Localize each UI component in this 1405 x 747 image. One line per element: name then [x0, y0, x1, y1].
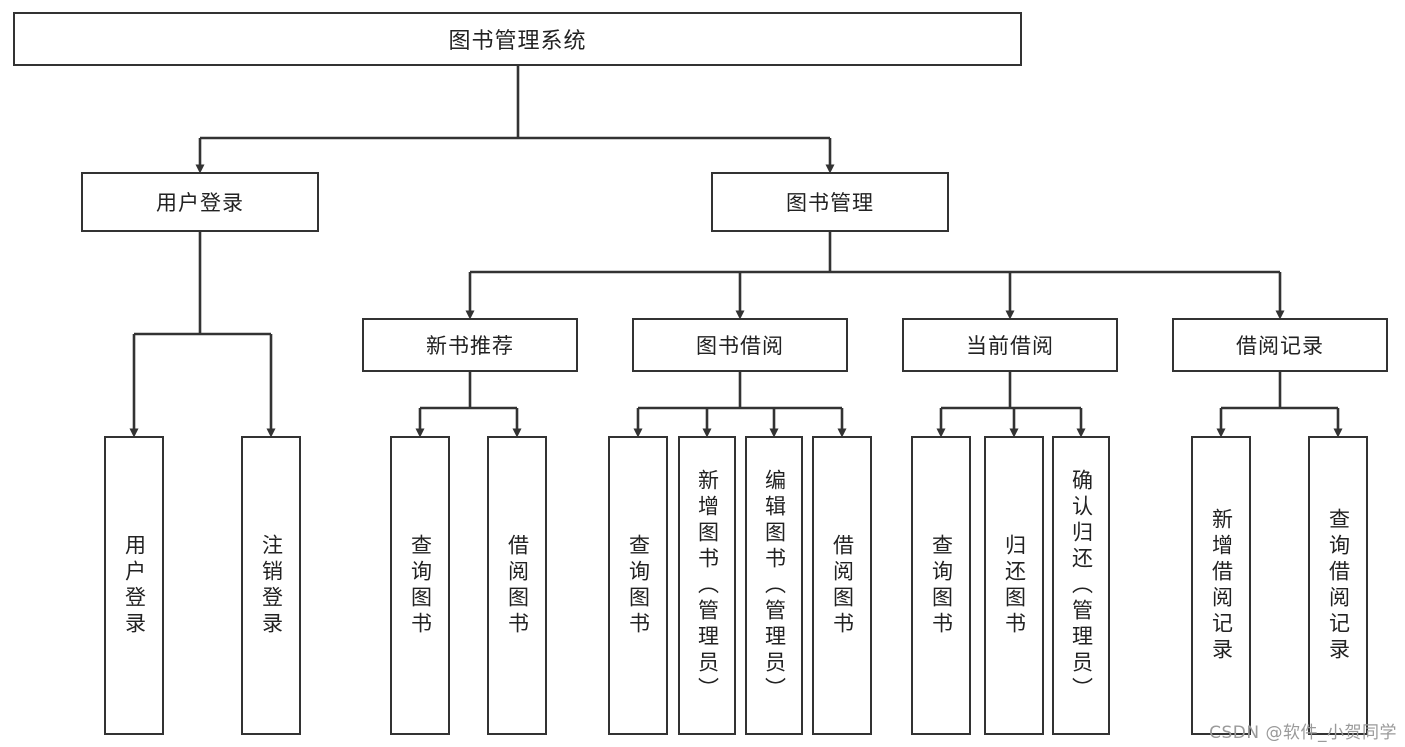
node-leaf-user-login[interactable]: 用户登录 [104, 436, 164, 735]
node-current-borrow[interactable]: 当前借阅 [902, 318, 1118, 372]
node-leaf-add-book[interactable]: 新增图书（管理员） [678, 436, 736, 735]
node-leaf-borrow-book-1[interactable]: 借阅图书 [487, 436, 547, 735]
node-new-book-recommend[interactable]: 新书推荐 [362, 318, 578, 372]
node-leaf-query-book-3[interactable]: 查询图书 [911, 436, 971, 735]
node-leaf-edit-book[interactable]: 编辑图书（管理员） [745, 436, 803, 735]
node-leaf-query-book-2[interactable]: 查询图书 [608, 436, 668, 735]
node-root[interactable]: 图书管理系统 [13, 12, 1022, 66]
node-leaf-return-book[interactable]: 归还图书 [984, 436, 1044, 735]
node-leaf-logout[interactable]: 注销登录 [241, 436, 301, 735]
node-leaf-borrow-book-2[interactable]: 借阅图书 [812, 436, 872, 735]
node-borrow-record[interactable]: 借阅记录 [1172, 318, 1388, 372]
node-leaf-confirm-return[interactable]: 确认归还（管理员） [1052, 436, 1110, 735]
node-leaf-add-borrow-record[interactable]: 新增借阅记录 [1191, 436, 1251, 735]
node-book-manage[interactable]: 图书管理 [711, 172, 949, 232]
watermark: CSDN @软件_小贺同学 [1209, 723, 1397, 743]
node-book-borrow[interactable]: 图书借阅 [632, 318, 848, 372]
node-leaf-query-borrow-record[interactable]: 查询借阅记录 [1308, 436, 1368, 735]
node-user-login[interactable]: 用户登录 [81, 172, 319, 232]
node-leaf-query-book-1[interactable]: 查询图书 [390, 436, 450, 735]
